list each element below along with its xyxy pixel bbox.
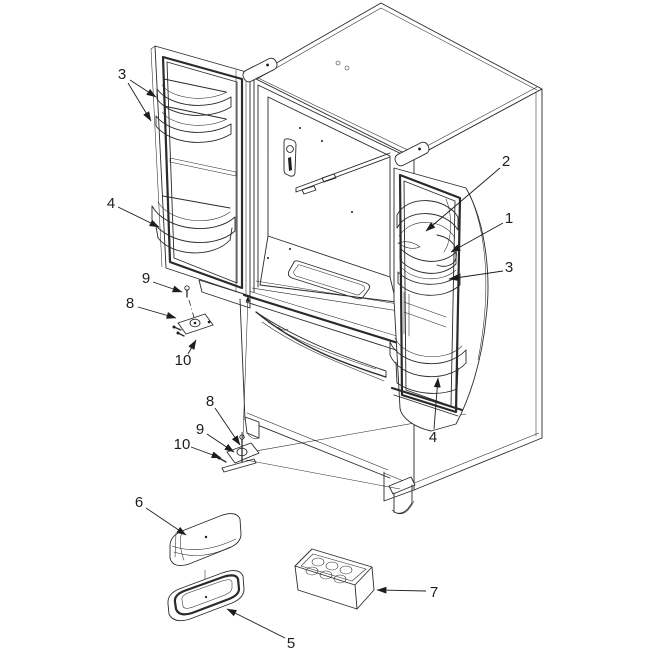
right-top-hinge-cap <box>394 141 430 167</box>
callout-egg-tray: 7 <box>376 584 438 601</box>
front-leg <box>388 476 416 515</box>
butter-dish-tray <box>167 570 245 622</box>
right-door <box>389 141 489 432</box>
callout-label-egg-tray: 7 <box>430 584 438 601</box>
fresh-food-interior <box>251 79 413 312</box>
callout-upper-hinge-bracket: 8 <box>126 295 177 319</box>
callout-label-butter-dish-lid: 6 <box>135 494 143 511</box>
egg-tray <box>294 548 375 610</box>
callout-left-door-bins: 3 <box>118 66 157 122</box>
left-door <box>150 45 278 309</box>
callout-label-lower-hinge-bracket: 8 <box>206 393 214 410</box>
callout-label-upper-hinge-bracket: 8 <box>126 295 134 312</box>
callout-upper-hinge-shim: 10 <box>175 339 197 369</box>
callout-butter-dish-tray: 5 <box>226 608 295 650</box>
callout-right-door-bin: 3 <box>448 259 513 282</box>
callout-label-lower-hinge-shim: 10 <box>174 436 191 453</box>
callout-label-butter-dish-tray: 5 <box>287 635 295 650</box>
right-door-bin <box>397 267 461 296</box>
callout-left-door-lower-bin: 4 <box>107 195 160 228</box>
callout-label-dairy-bin: 1 <box>505 210 513 227</box>
callout-label-right-door-lower-bin: 4 <box>429 429 437 446</box>
callout-lower-hinge-pin: 9 <box>196 421 235 453</box>
upper-hinge-assembly <box>172 285 214 337</box>
callouts: 3 4 9 8 10 2 1 3 <box>107 66 513 650</box>
callout-label-left-door-bins: 3 <box>118 66 126 83</box>
freezer-drawer <box>239 288 401 479</box>
left-top-hinge-cap <box>242 57 278 83</box>
callout-upper-hinge-pin: 9 <box>142 270 183 293</box>
wall-plate <box>283 138 297 177</box>
callout-label-left-door-lower-bin: 4 <box>107 195 115 212</box>
butter-dish <box>167 513 245 622</box>
butter-dish-lid <box>169 513 242 566</box>
callout-butter-dish-lid: 6 <box>135 494 187 536</box>
callout-lower-hinge-shim: 10 <box>174 436 222 459</box>
callout-right-door-lower-bin: 4 <box>429 377 441 446</box>
callout-dairy-bin: 1 <box>450 210 513 253</box>
callout-label-right-door-bin: 3 <box>505 259 513 276</box>
callout-lower-hinge-bracket: 8 <box>206 393 241 446</box>
callout-label-upper-hinge-pin: 9 <box>142 270 150 287</box>
callout-label-lower-hinge-pin: 9 <box>196 421 204 438</box>
left-door-bin-lower <box>151 195 236 254</box>
dairy-bin <box>399 234 457 274</box>
drawer-handle <box>255 311 387 382</box>
callout-label-dairy-lid: 2 <box>502 153 510 170</box>
left-door-bin-upper <box>156 78 232 116</box>
callout-label-upper-hinge-shim: 10 <box>175 352 192 369</box>
callout-dairy-lid: 2 <box>425 153 510 232</box>
right-door-lower-bin <box>389 337 467 394</box>
left-door-bin-second <box>155 105 232 143</box>
